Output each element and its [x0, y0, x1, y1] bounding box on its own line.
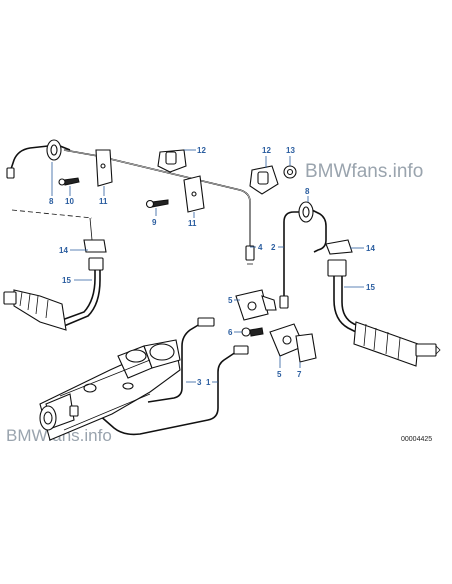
right-brake-hose-15: [325, 239, 441, 367]
callout-8-left: 8: [49, 197, 54, 206]
callout-15-right: 15: [366, 283, 375, 292]
callout-4: 4: [258, 243, 263, 252]
callout-7: 7: [297, 370, 302, 379]
callout-11-left: 11: [99, 197, 108, 206]
callout-9: 9: [152, 218, 157, 227]
callout-6: 6: [228, 328, 233, 337]
callout-8-right: 8: [305, 187, 310, 196]
diagram-reference-number: 00004425: [401, 436, 432, 443]
callout-1: 1: [206, 378, 211, 387]
right-brake-pipe-2: [279, 209, 327, 309]
left-brake-hose-15: [3, 239, 107, 331]
callout-12-left: 12: [197, 146, 206, 155]
callout-13: 13: [286, 146, 295, 155]
brake-pipe-3: [147, 317, 215, 403]
clip-12-right: [249, 165, 279, 195]
callout-5-upper: 5: [228, 296, 233, 305]
bracket-14-left: [83, 239, 107, 253]
clamp-13: [283, 165, 297, 179]
banjo-bolt-6: [241, 327, 264, 337]
callout-14-right: 14: [366, 244, 375, 253]
dashed-connector-left: [11, 209, 93, 219]
callout-14-left: 14: [59, 246, 68, 255]
grommet-8-right: [298, 201, 314, 223]
pipe-end-fitting-2: [279, 295, 289, 309]
grommet-8-left: [46, 139, 62, 161]
callout-2: 2: [271, 243, 276, 252]
callout-12-right: 12: [262, 146, 271, 155]
callout-10: 10: [65, 197, 74, 206]
brake-distributor-5-upper: [235, 289, 277, 321]
clip-11-left: [95, 149, 113, 187]
bracket-14-right: [325, 239, 353, 255]
callout-3: 3: [197, 378, 202, 387]
brake-master-cylinder: [39, 339, 181, 441]
callout-11-center: 11: [188, 219, 197, 228]
pipe-end-fitting-4: [245, 245, 255, 261]
brake-pipe-1: [97, 345, 249, 436]
clip-11-center: [183, 175, 205, 213]
upper-left-brake-pipe: [6, 145, 255, 265]
brake-distributor-5-lower: [269, 323, 317, 363]
watermark-top: BMWfans.info: [305, 161, 423, 182]
callout-15-left: 15: [62, 276, 71, 285]
screw-10: [58, 177, 80, 186]
clip-12-left: [157, 149, 187, 173]
bracket-7: [295, 333, 317, 363]
callout-5-lower: 5: [277, 370, 282, 379]
screw-9: [145, 199, 169, 209]
pipe-end-fitting-left: [6, 167, 15, 179]
